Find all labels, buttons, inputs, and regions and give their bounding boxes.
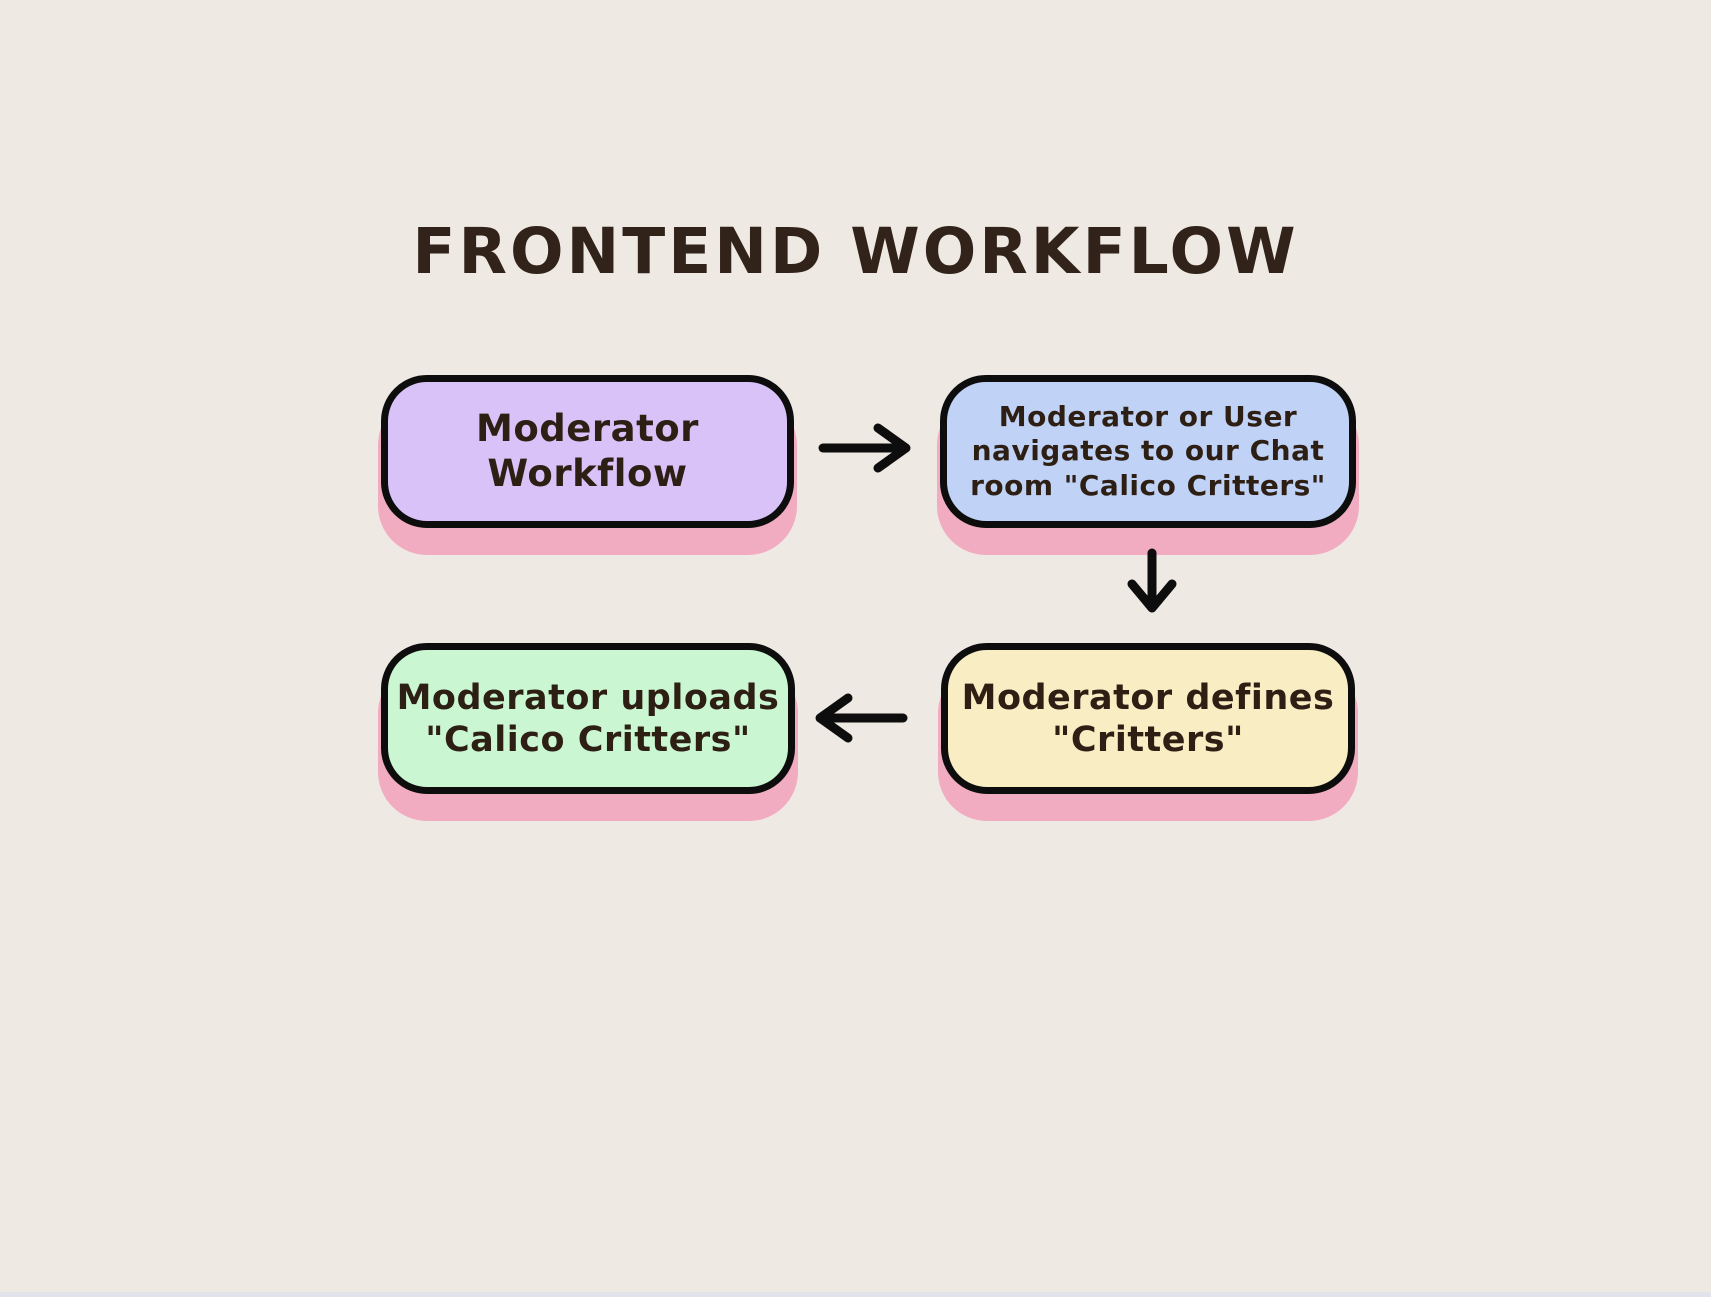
flow-node-label: Moderator Workflow [476, 407, 699, 495]
diagram-title: FRONTEND WORKFLOW [412, 215, 1299, 288]
flow-node-moderator-defines-critters: Moderator defines "Critters" [941, 643, 1355, 794]
flow-node-moderator-uploads-calico-critters: Moderator uploads "Calico Critters" [381, 643, 795, 794]
flow-node-label: Moderator uploads "Calico Critters" [396, 677, 780, 760]
flow-arrow-left-icon [812, 690, 908, 746]
flow-node-label: Moderator or User navigates to our Chat … [970, 400, 1326, 502]
bottom-edge-strip [0, 1292, 1711, 1297]
flow-node-moderator-workflow: Moderator Workflow [381, 375, 794, 528]
flow-node-navigate-chat-room: Moderator or User navigates to our Chat … [940, 375, 1356, 528]
flow-node-label: Moderator defines "Critters" [961, 677, 1335, 760]
flow-arrow-right-icon [818, 420, 914, 476]
flow-arrow-down-icon [1126, 548, 1178, 616]
